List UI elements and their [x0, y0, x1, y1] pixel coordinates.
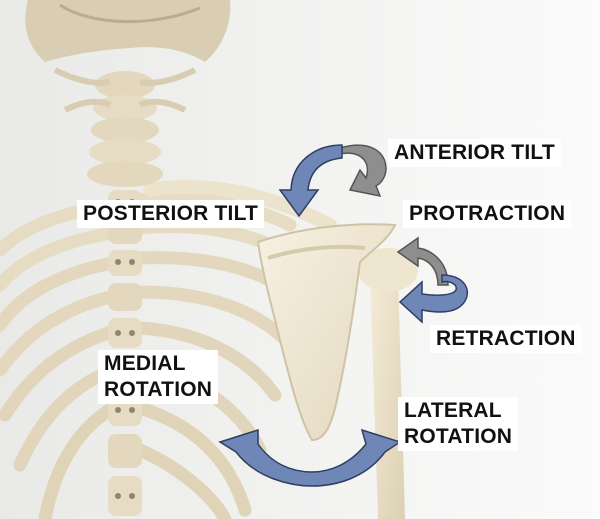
lateral-rotation-line2: ROTATION [404, 424, 512, 450]
lateral-rotation-label: LATERAL ROTATION [398, 397, 518, 451]
lateral-rotation-line1: LATERAL [404, 398, 512, 424]
anterior-tilt-label: ANTERIOR TILT [388, 139, 561, 167]
posterior-tilt-label: POSTERIOR TILT [77, 200, 264, 228]
medial-rotation-line1: MEDIAL [104, 351, 212, 377]
medial-rotation-line2: ROTATION [104, 377, 212, 403]
medial-rotation-label: MEDIAL ROTATION [98, 350, 218, 404]
retraction-label: RETRACTION [430, 325, 582, 353]
protraction-label: PROTRACTION [403, 200, 571, 228]
